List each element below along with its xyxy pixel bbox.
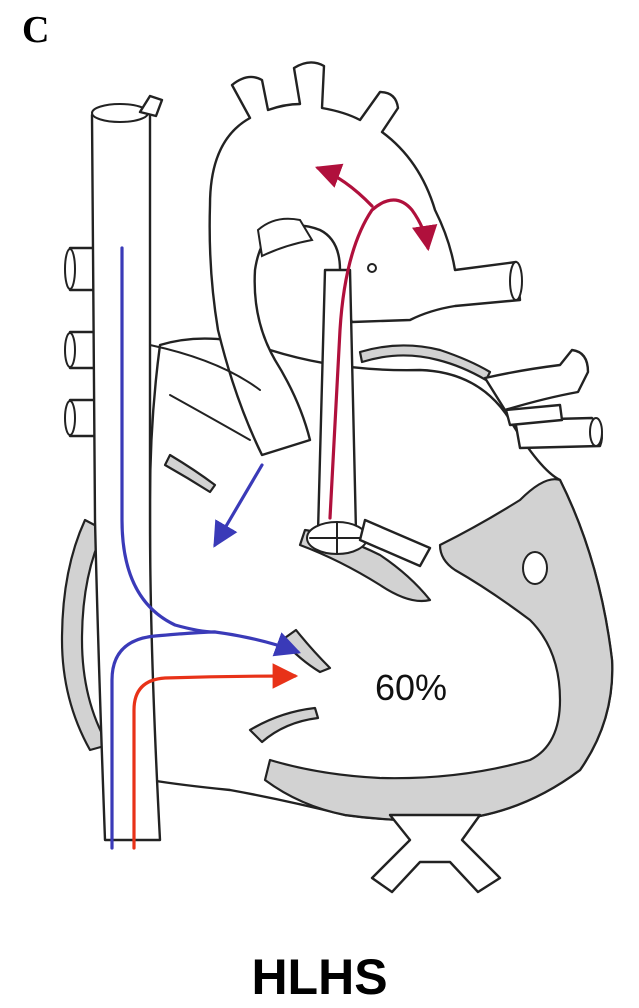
vena-cava bbox=[92, 107, 160, 840]
pulmonary-artery-right-upper bbox=[485, 350, 588, 410]
inferior-vessels bbox=[372, 815, 500, 892]
ventricle-opening bbox=[523, 552, 547, 584]
figure-title: HLHS bbox=[0, 948, 639, 1006]
percentage-label: 60% bbox=[375, 667, 447, 708]
